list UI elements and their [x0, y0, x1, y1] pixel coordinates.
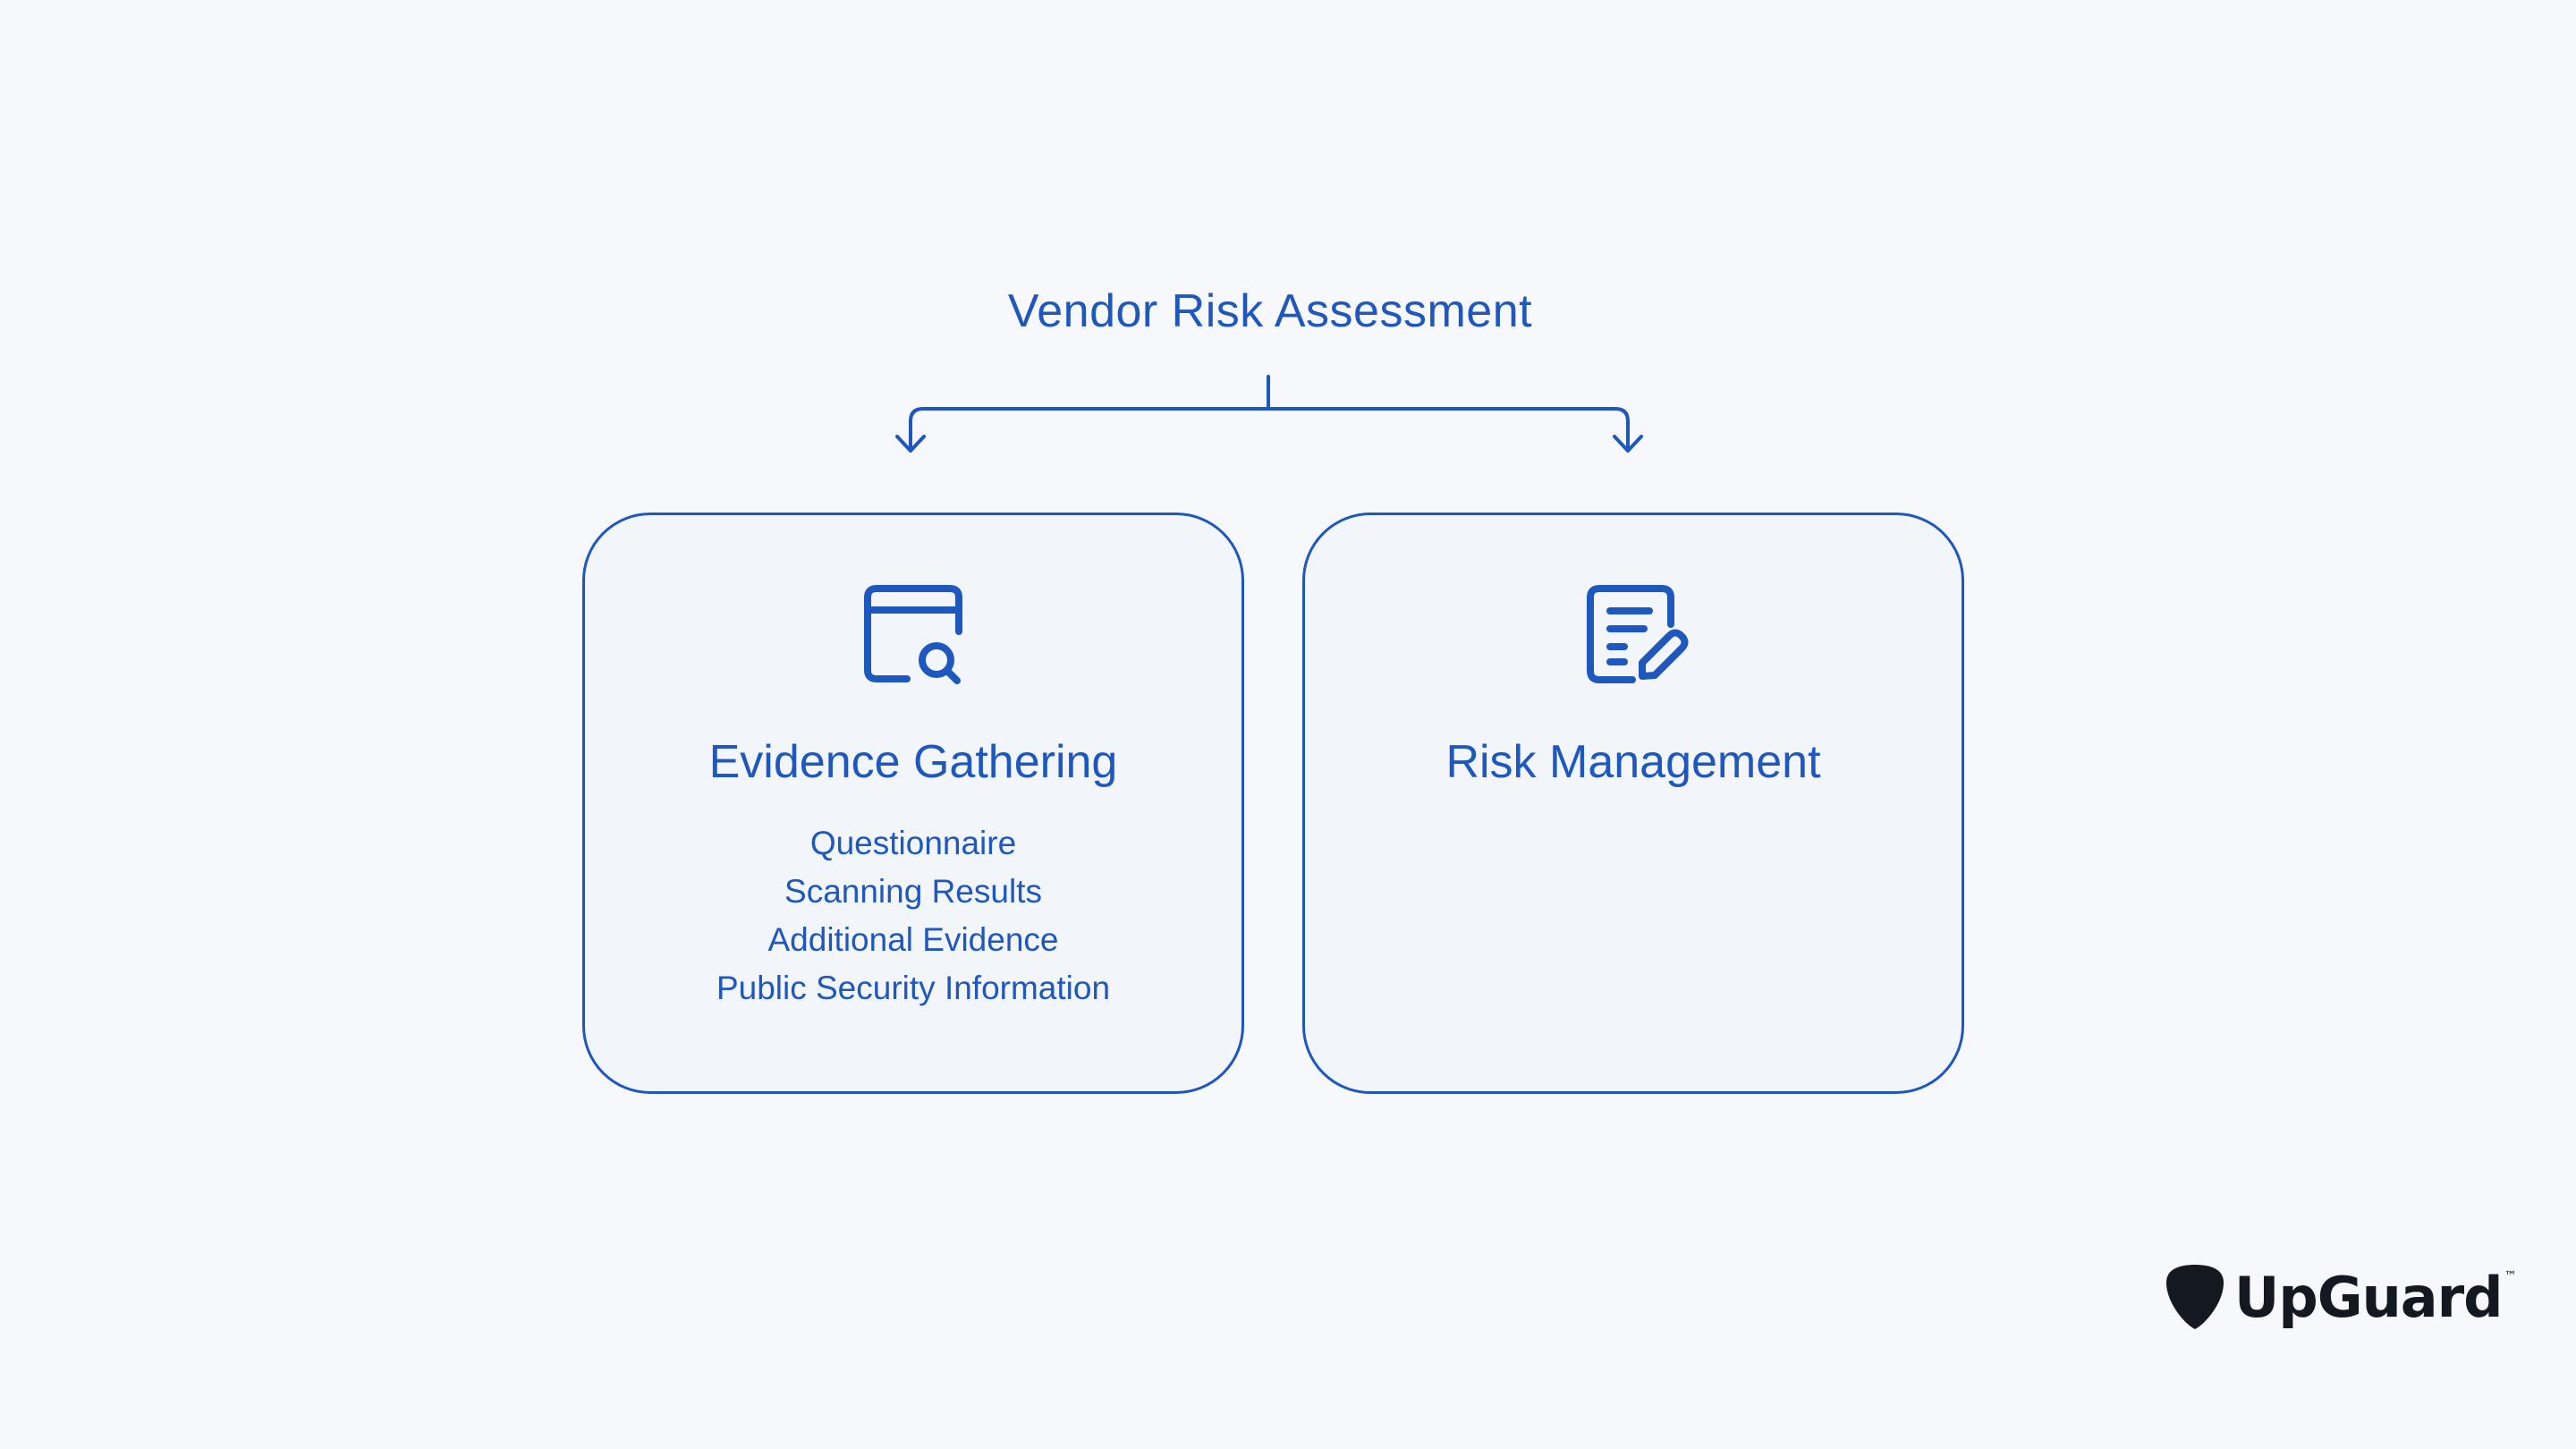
card-evidence-gathering: Evidence Gathering Questionnaire Scannin… [582, 513, 1244, 1094]
brand-name: UpGuard [2234, 1264, 2504, 1330]
evidence-list: Questionnaire Scanning Results Additiona… [585, 819, 1241, 1013]
guitar-pick-logo-icon [2166, 1265, 2224, 1329]
list-item: Additional Evidence [767, 921, 1059, 958]
document-edit-icon [1587, 585, 1689, 683]
browser-search-icon [864, 585, 962, 684]
list-item: Public Security Information [716, 970, 1111, 1006]
diagram-title: Vendor Risk Assessment [1007, 285, 1533, 337]
list-item: Scanning Results [784, 873, 1042, 910]
list-item: Questionnaire [809, 825, 1017, 861]
connector-branch-left [909, 407, 1270, 452]
brand-logo: UpGuard ™ [2163, 1257, 2517, 1337]
connector-branch-right [1267, 407, 1630, 452]
trademark-symbol: ™ [2504, 1269, 2517, 1284]
card-title-evidence-gathering: Evidence Gathering [708, 736, 1118, 788]
card-title-risk-management: Risk Management [1445, 736, 1821, 788]
arrow-down-icon-right [1613, 435, 1643, 453]
arrow-down-icon-left [895, 435, 926, 453]
card-risk-management: Risk Management [1302, 513, 1964, 1094]
